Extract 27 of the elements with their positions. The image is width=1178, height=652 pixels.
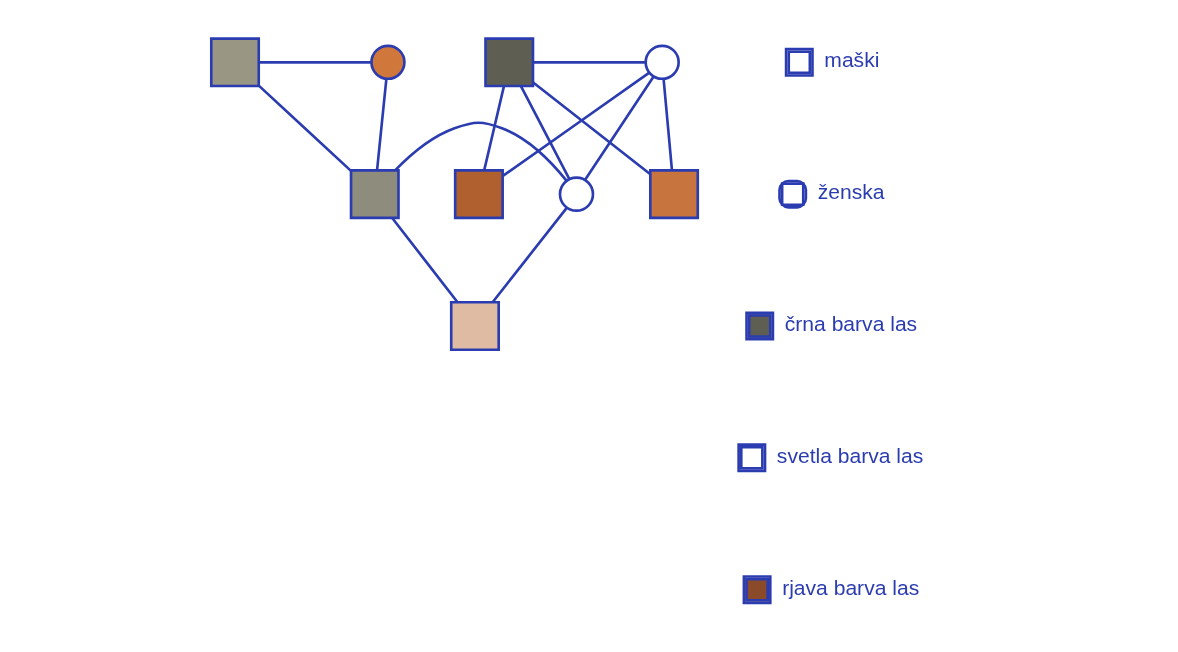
node-box [349, 169, 400, 220]
node-box [649, 169, 700, 220]
connector [519, 85, 571, 180]
legend-label: črna barva las [784, 312, 918, 336]
node-circle [558, 176, 595, 212]
connector [375, 78, 388, 171]
connector [662, 78, 674, 171]
connector [482, 85, 506, 171]
legend-label: svetla barva las [776, 443, 924, 467]
node-box [449, 300, 500, 352]
connector [491, 207, 568, 304]
connector [258, 61, 372, 64]
legend-label: maški [824, 48, 880, 72]
node-box [209, 37, 261, 88]
node-box [453, 169, 504, 220]
connector [532, 81, 651, 176]
connector [502, 71, 650, 177]
node-box [484, 37, 535, 88]
connector [583, 75, 655, 181]
connector [258, 85, 352, 172]
node-circle [644, 44, 680, 81]
connector [394, 121, 568, 182]
connector [533, 61, 646, 64]
legend-label: rjava barva las [782, 575, 920, 599]
legend-label: ženska [817, 180, 885, 204]
node-circle [370, 44, 406, 81]
connector [391, 217, 459, 303]
